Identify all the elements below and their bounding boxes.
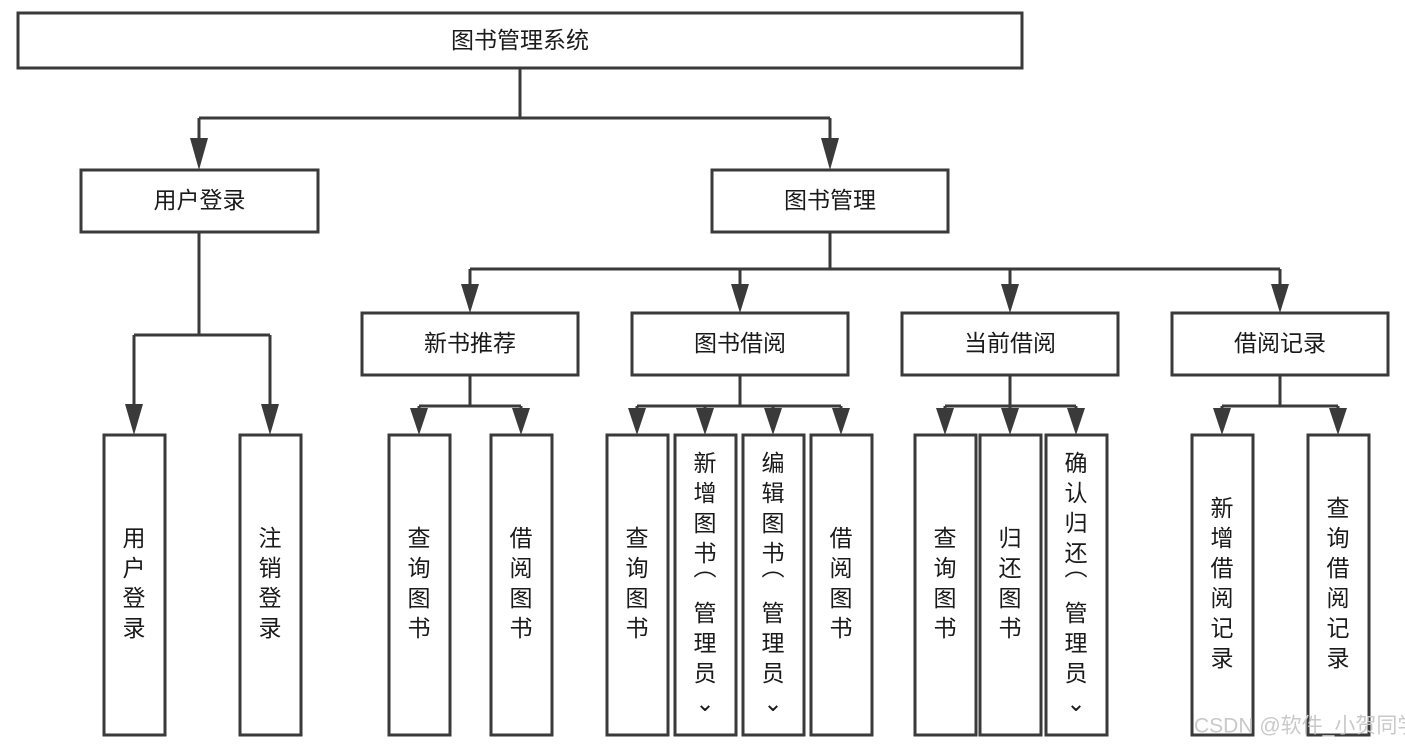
node-borrow-record[interactable]: 借阅记录 xyxy=(1170,311,1390,377)
arrow-book-borrow-leaf-1 xyxy=(628,408,646,435)
connector-group-root xyxy=(190,68,839,170)
node-leaf-borrow-book-1-box[interactable] xyxy=(489,433,554,737)
node-book-manage-label: 图书管理 xyxy=(784,187,876,213)
node-leaf-add-book-box[interactable] xyxy=(673,433,738,737)
node-leaf-logout-login-box[interactable] xyxy=(238,433,303,737)
node-leaf-borrow-book-1[interactable]: 借阅图书 xyxy=(489,433,554,737)
node-leaf-query-book-2[interactable]: 查询图书 xyxy=(605,433,670,737)
node-book-manage[interactable]: 图书管理 xyxy=(710,168,950,234)
arrow-book-borrow-leaf-4 xyxy=(832,408,850,435)
arrow-current-borrow-leaf-2 xyxy=(1001,408,1019,435)
arrow-book-manage-book-borrow xyxy=(731,284,749,313)
node-leaf-add-book-label: 新增图书⌒管理员⌄ xyxy=(694,450,717,716)
node-current-borrow-box[interactable] xyxy=(900,311,1120,377)
arrow-book-manage-current-borrow xyxy=(1001,284,1019,313)
node-book-borrow[interactable]: 图书借阅 xyxy=(630,311,850,377)
node-leaf-borrow-book-2-label: 借阅图书 xyxy=(830,525,853,641)
node-current-borrow[interactable]: 当前借阅 xyxy=(900,311,1120,377)
arrow-book-manage-borrow-record xyxy=(1271,284,1289,313)
node-leaf-confirm-return-label: 确认归还⌒管理员⌄ xyxy=(1065,450,1088,716)
node-book-borrow-label: 图书借阅 xyxy=(694,330,786,356)
node-leaf-borrow-book-2[interactable]: 借阅图书 xyxy=(809,433,874,737)
connector-group-new-book-recommend xyxy=(410,375,530,435)
node-root[interactable]: 图书管理系统 xyxy=(16,11,1024,70)
node-new-book-recommend[interactable]: 新书推荐 xyxy=(360,311,580,377)
node-leaf-return-book-label: 归还图书 xyxy=(999,525,1022,641)
node-leaf-borrow-book-2-box[interactable] xyxy=(809,433,874,737)
node-leaf-query-book-3-label: 查询图书 xyxy=(934,525,957,641)
node-leaf-query-book-3[interactable]: 查询图书 xyxy=(913,433,978,737)
node-new-book-recommend-label: 新书推荐 xyxy=(424,330,516,356)
node-book-borrow-box[interactable] xyxy=(630,311,850,377)
node-leaf-edit-book-label: 编辑图书⌒管理员⌄ xyxy=(762,450,785,716)
node-leaf-query-book-1-box[interactable] xyxy=(387,433,452,737)
arrow-root-to-book-manage xyxy=(821,138,839,170)
node-user-login-box[interactable] xyxy=(79,168,320,234)
node-new-book-recommend-box[interactable] xyxy=(360,311,580,377)
connector-group-current-borrow xyxy=(936,375,1085,435)
node-leaf-return-book-box[interactable] xyxy=(978,433,1043,737)
connector-group-borrow-record xyxy=(1213,375,1347,435)
watermark-label: CSDN @软件_小贺同学 xyxy=(1194,715,1405,738)
arrow-borrow-record-leaf-1 xyxy=(1213,408,1231,435)
node-leaf-confirm-return-box[interactable] xyxy=(1044,433,1109,737)
node-leaf-query-book-2-box[interactable] xyxy=(605,433,670,737)
node-book-manage-box[interactable] xyxy=(710,168,950,234)
arrow-borrow-record-leaf-2 xyxy=(1329,408,1347,435)
node-leaf-confirm-return[interactable]: 确认归还⌒管理员⌄ xyxy=(1044,433,1109,737)
arrow-new-book-leaf-1 xyxy=(410,408,428,435)
arrow-user-login-leaf-2 xyxy=(261,404,279,435)
node-leaf-logout-login-label: 注销登录 xyxy=(259,525,282,641)
node-leaf-query-record-label: 查询借阅记录 xyxy=(1327,495,1350,671)
node-leaf-query-record[interactable]: 查询借阅记录 xyxy=(1306,433,1371,737)
node-leaf-query-book-2-label: 查询图书 xyxy=(626,525,649,641)
node-leaf-add-record-box[interactable] xyxy=(1190,433,1255,737)
node-leaf-edit-book[interactable]: 编辑图书⌒管理员⌄ xyxy=(741,433,806,737)
node-leaf-user-login-box[interactable] xyxy=(102,433,167,737)
node-leaf-return-book[interactable]: 归还图书 xyxy=(978,433,1043,737)
connector-group-user-login xyxy=(125,232,279,435)
node-leaf-query-record-box[interactable] xyxy=(1306,433,1371,737)
node-leaf-user-login-label: 用户登录 xyxy=(123,525,146,641)
node-leaf-query-book-1[interactable]: 查询图书 xyxy=(387,433,452,737)
node-leaf-logout-login[interactable]: 注销登录 xyxy=(238,433,303,737)
node-borrow-record-label: 借阅记录 xyxy=(1234,330,1326,356)
node-root-box[interactable] xyxy=(16,11,1024,70)
node-current-borrow-label: 当前借阅 xyxy=(964,330,1056,356)
node-borrow-record-box[interactable] xyxy=(1170,311,1390,377)
arrow-user-login-leaf-1 xyxy=(125,404,143,435)
node-leaf-add-record[interactable]: 新增借阅记录 xyxy=(1190,433,1255,737)
node-user-login[interactable]: 用户登录 xyxy=(79,168,320,234)
node-root-label: 图书管理系统 xyxy=(451,27,589,53)
node-user-login-label: 用户登录 xyxy=(154,187,246,213)
arrow-current-borrow-leaf-3 xyxy=(1067,408,1085,435)
node-leaf-edit-book-box[interactable] xyxy=(741,433,806,737)
arrow-root-to-user-login xyxy=(190,138,208,170)
node-leaf-query-book-3-box[interactable] xyxy=(913,433,978,737)
node-leaf-add-record-label: 新增借阅记录 xyxy=(1211,495,1234,671)
arrow-book-manage-new-book xyxy=(461,284,479,313)
arrow-book-borrow-leaf-2 xyxy=(696,408,714,435)
node-leaf-borrow-book-1-label: 借阅图书 xyxy=(510,525,533,641)
connector-group-book-manage xyxy=(461,232,1289,313)
connector-group-book-borrow xyxy=(628,375,850,435)
arrow-book-borrow-leaf-3 xyxy=(764,408,782,435)
node-leaf-user-login[interactable]: 用户登录 xyxy=(102,433,167,737)
node-leaf-query-book-1-label: 查询图书 xyxy=(408,525,431,641)
arrow-new-book-leaf-2 xyxy=(512,408,530,435)
node-leaf-add-book[interactable]: 新增图书⌒管理员⌄ xyxy=(673,433,738,737)
arrow-current-borrow-leaf-1 xyxy=(936,408,954,435)
